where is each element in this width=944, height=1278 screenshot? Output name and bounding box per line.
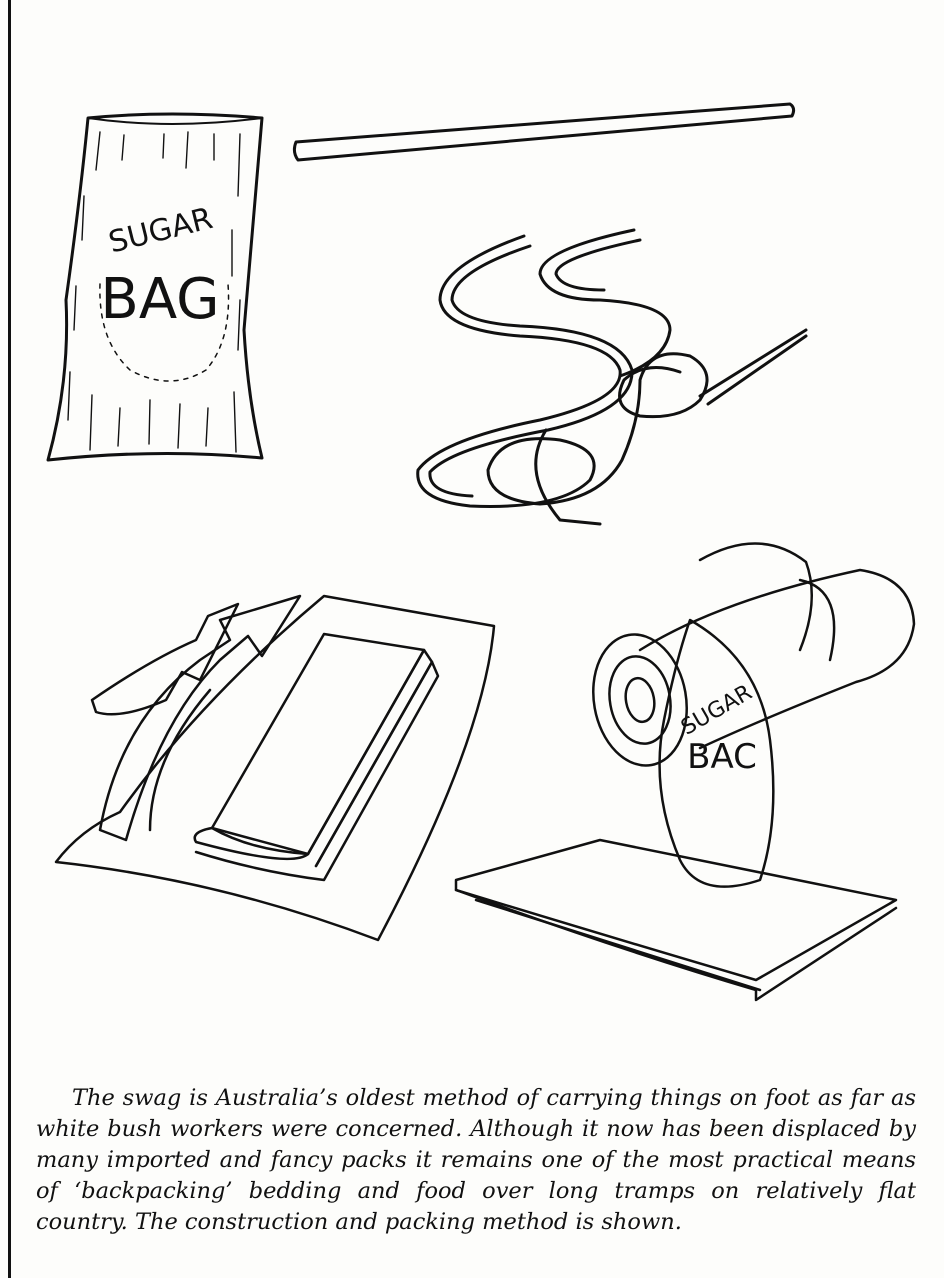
coiled-rope-drawing — [418, 230, 806, 524]
stick-drawing — [294, 104, 793, 160]
sugar-bag-label-top: SUGAR — [105, 201, 216, 261]
rolled-bag-label-bottom: BAC — [687, 737, 757, 777]
caption: The swag is Australia’s oldest method of… — [36, 1083, 916, 1238]
blanket-drawing — [56, 596, 494, 940]
rolled-swag-drawing: SUGAR BAC — [456, 543, 914, 1000]
swag-illustration: SUGAR BAG — [0, 0, 944, 1060]
sugar-bag-drawing: SUGAR BAG — [48, 114, 262, 460]
rolled-bag-label-top: SUGAR — [677, 680, 757, 740]
sugar-bag-label-bottom: BAG — [100, 267, 219, 332]
